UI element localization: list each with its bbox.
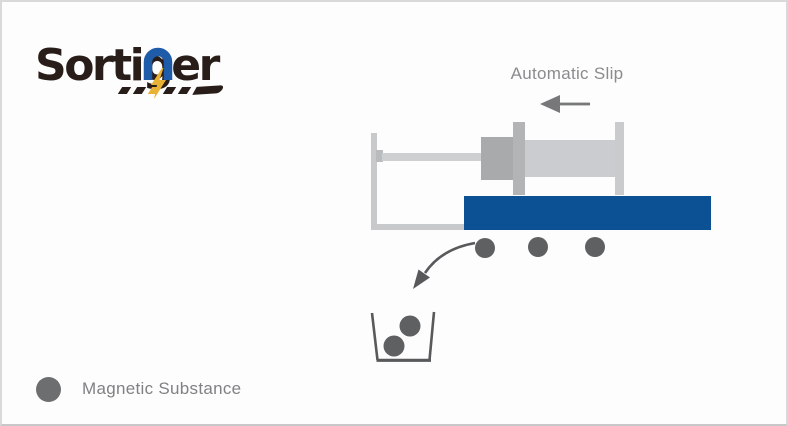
lightning-bolt-icon (151, 68, 167, 99)
substance-dot (383, 335, 405, 357)
speed-dash (177, 86, 192, 94)
left-arrow-shaft (559, 102, 590, 106)
container-left-wall (370, 312, 379, 361)
piston-rod-cap (376, 150, 383, 162)
substance-dot (585, 237, 605, 257)
drop-arrow-curve (423, 241, 476, 274)
substance-dot (399, 315, 421, 337)
piston-head (481, 137, 514, 180)
drop-arrow-icon (413, 241, 476, 289)
speed-dash (162, 86, 177, 94)
piston-rod (382, 153, 481, 161)
automatic-slip-label: Automatic Slip (510, 64, 624, 83)
container-right-wall (428, 311, 436, 361)
logo-text-pre: Sorti (35, 40, 145, 91)
container-icon (370, 311, 436, 362)
logo: Sorti ger (35, 44, 265, 114)
magnet-arch (143, 47, 173, 80)
speed-dash (117, 86, 132, 94)
machine-frame-vertical (371, 133, 377, 230)
legend-swatch-magnetic-substance (36, 377, 61, 402)
left-arrow-head (540, 95, 560, 113)
logo-wordmark: Sorti ger (35, 44, 265, 99)
substance-dot (528, 237, 548, 257)
cylinder-front-plate (513, 122, 525, 195)
substance-dot (475, 238, 495, 258)
speed-dashes (117, 85, 225, 95)
drop-arrow-head (413, 269, 430, 289)
magnet-n-icon (143, 47, 173, 99)
machine-frame-bottom (371, 224, 465, 230)
speed-dash (132, 86, 147, 94)
slip-belt (464, 196, 711, 230)
cylinder-end-plate (615, 122, 624, 195)
cylinder-body (525, 140, 617, 177)
legend-label: Magnetic Substance (82, 379, 242, 398)
speed-dash-swoosh (192, 85, 225, 95)
left-arrow-icon (540, 95, 590, 113)
speed-dash-accent (147, 86, 162, 94)
